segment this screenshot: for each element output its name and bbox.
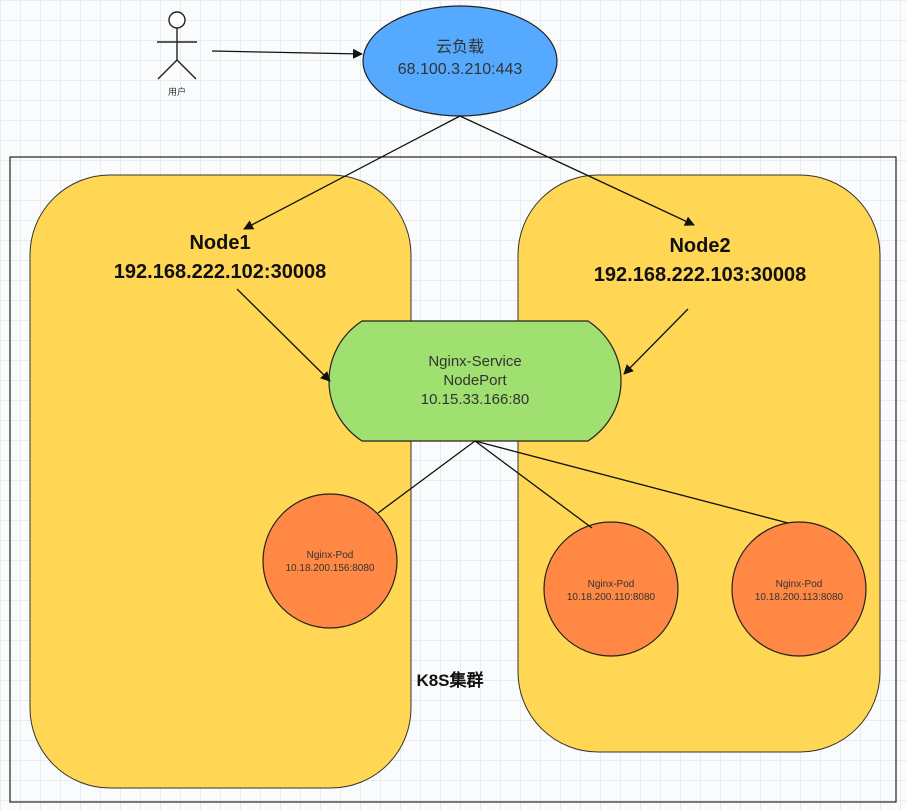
service-name: Nginx-Service [428, 353, 522, 370]
cluster-label: K8S集群 [416, 671, 484, 690]
service-label: Nginx-Service NodePort 10.15.33.166:80 [375, 352, 575, 409]
k8s-cluster-frame [9, 156, 897, 803]
service-type: NodePort [443, 372, 507, 389]
arrow-lb-to-node2 [459, 115, 695, 226]
line-service-to-pod2 [474, 440, 593, 529]
pod-2-label: Nginx-Pod 10.18.200.110:8080 [551, 578, 671, 604]
pod-2-address: 10.18.200.110:8080 [566, 592, 656, 603]
node2-address: 192.168.222.103:30008 [593, 264, 807, 286]
service-address: 10.15.33.166:80 [420, 391, 530, 408]
service-shape [328, 320, 622, 442]
pod-1-circle [262, 493, 398, 629]
node1-address: 192.168.222.102:30008 [113, 261, 327, 283]
user-icon [157, 11, 197, 80]
load-balancer-name: 云负载 [435, 39, 484, 56]
node2-name: Node2 [669, 235, 731, 257]
pod-3-name: Nginx-Pod [775, 579, 823, 590]
node1-label: Node1 192.168.222.102:30008 [80, 229, 360, 287]
node1-box [29, 174, 412, 789]
node2-label: Node2 192.168.222.103:30008 [560, 232, 840, 290]
arrow-lb-to-node1 [243, 115, 461, 230]
arrow-node1-to-service [236, 288, 331, 382]
line-service-to-pod3 [474, 440, 789, 524]
arrow-node2-to-service [623, 308, 689, 375]
load-balancer-address: 68.100.3.210:443 [397, 61, 523, 78]
pod-2-name: Nginx-Pod [587, 579, 635, 590]
pod-3-address: 10.18.200.113:8080 [754, 592, 844, 603]
pod-1-address: 10.18.200.156:8080 [285, 563, 375, 574]
user-label: 用户 [167, 87, 186, 97]
pod-1-label: Nginx-Pod 10.18.200.156:8080 [270, 549, 390, 575]
pod-3-circle [731, 521, 867, 657]
node1-name: Node1 [189, 232, 251, 254]
pod-1-name: Nginx-Pod [306, 550, 354, 561]
arrow-user-to-lb [211, 48, 363, 59]
pod-2-circle [543, 521, 679, 657]
line-service-to-pod1 [377, 440, 476, 514]
load-balancer-text: 云负载 68.100.3.210:443 [380, 37, 540, 81]
pod-3-label: Nginx-Pod 10.18.200.113:8080 [739, 578, 859, 604]
